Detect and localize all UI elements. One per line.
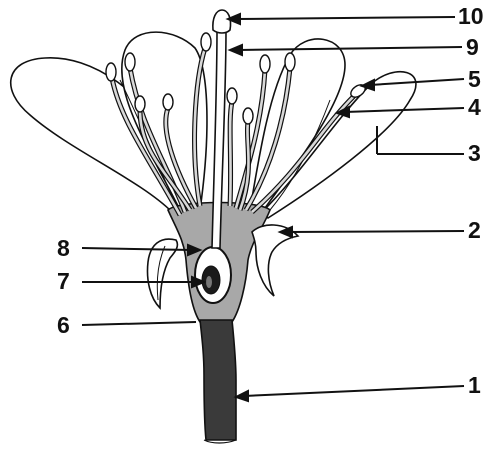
anther bbox=[125, 53, 135, 71]
label-1: 1 bbox=[468, 374, 481, 397]
label-10: 10 bbox=[458, 5, 484, 28]
stamen bbox=[227, 88, 237, 206]
anther bbox=[106, 63, 116, 81]
label-7: 7 bbox=[57, 270, 70, 293]
flower-stalk bbox=[200, 320, 236, 440]
label-6: 6 bbox=[57, 314, 70, 337]
stigma bbox=[213, 10, 231, 33]
label-8: 8 bbox=[57, 237, 70, 260]
label-5: 5 bbox=[468, 68, 481, 91]
anther bbox=[243, 108, 253, 124]
label-2: 2 bbox=[468, 219, 481, 242]
anther bbox=[201, 33, 211, 51]
anther bbox=[135, 96, 145, 112]
anther bbox=[285, 53, 295, 71]
anther bbox=[227, 88, 237, 104]
label-4: 4 bbox=[468, 96, 481, 119]
label-9: 9 bbox=[466, 36, 479, 59]
label-3: 3 bbox=[468, 142, 481, 165]
anther bbox=[260, 55, 270, 73]
anther bbox=[163, 94, 173, 110]
